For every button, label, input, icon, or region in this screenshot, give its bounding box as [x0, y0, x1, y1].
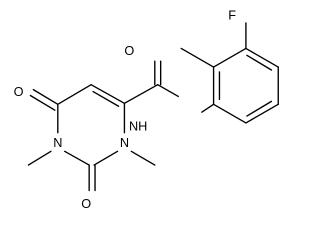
bond-c5-c4 [90, 84, 126, 105]
bond-ar3-ar4 [245, 47, 279, 68]
bond-c4-camide [123, 84, 159, 105]
bond-c6-o [32, 88, 59, 105]
bond-n1-methyl [27, 150, 52, 166]
atom-n3: N [120, 135, 129, 150]
bond-ar5-ar6-double [246, 100, 273, 117]
bond-ar2-ar3 [212, 47, 247, 68]
bond-camide-n [157, 84, 179, 98]
atom-o-amide: O [124, 43, 134, 58]
bond-ar5-ar6 [245, 103, 279, 124]
bond-ar6-ar1 [212, 103, 247, 124]
molecule-diagram: O NH F O O N N [14, 8, 279, 211]
bond-ar3-ar4-double [246, 54, 273, 71]
structure-canvas: O NH F O O N N [14, 8, 279, 211]
bond-n3-c2 [93, 150, 119, 166]
bond-n3-methyl [130, 150, 156, 166]
bond-n-aryl [201, 103, 215, 113]
atom-o-bottom: O [81, 196, 91, 211]
atom-o-top: O [14, 84, 24, 99]
bond-c5-c4-double [92, 90, 120, 107]
bond-c6-c5 [57, 84, 92, 105]
bond-c6-o-double [29, 94, 56, 111]
bond-c2-n1 [63, 150, 90, 166]
atom-n-amide: NH [129, 118, 147, 133]
atom-fluorine: F [228, 8, 236, 23]
atom-n1: N [53, 135, 62, 150]
bond-ar2-methyl [180, 47, 215, 68]
